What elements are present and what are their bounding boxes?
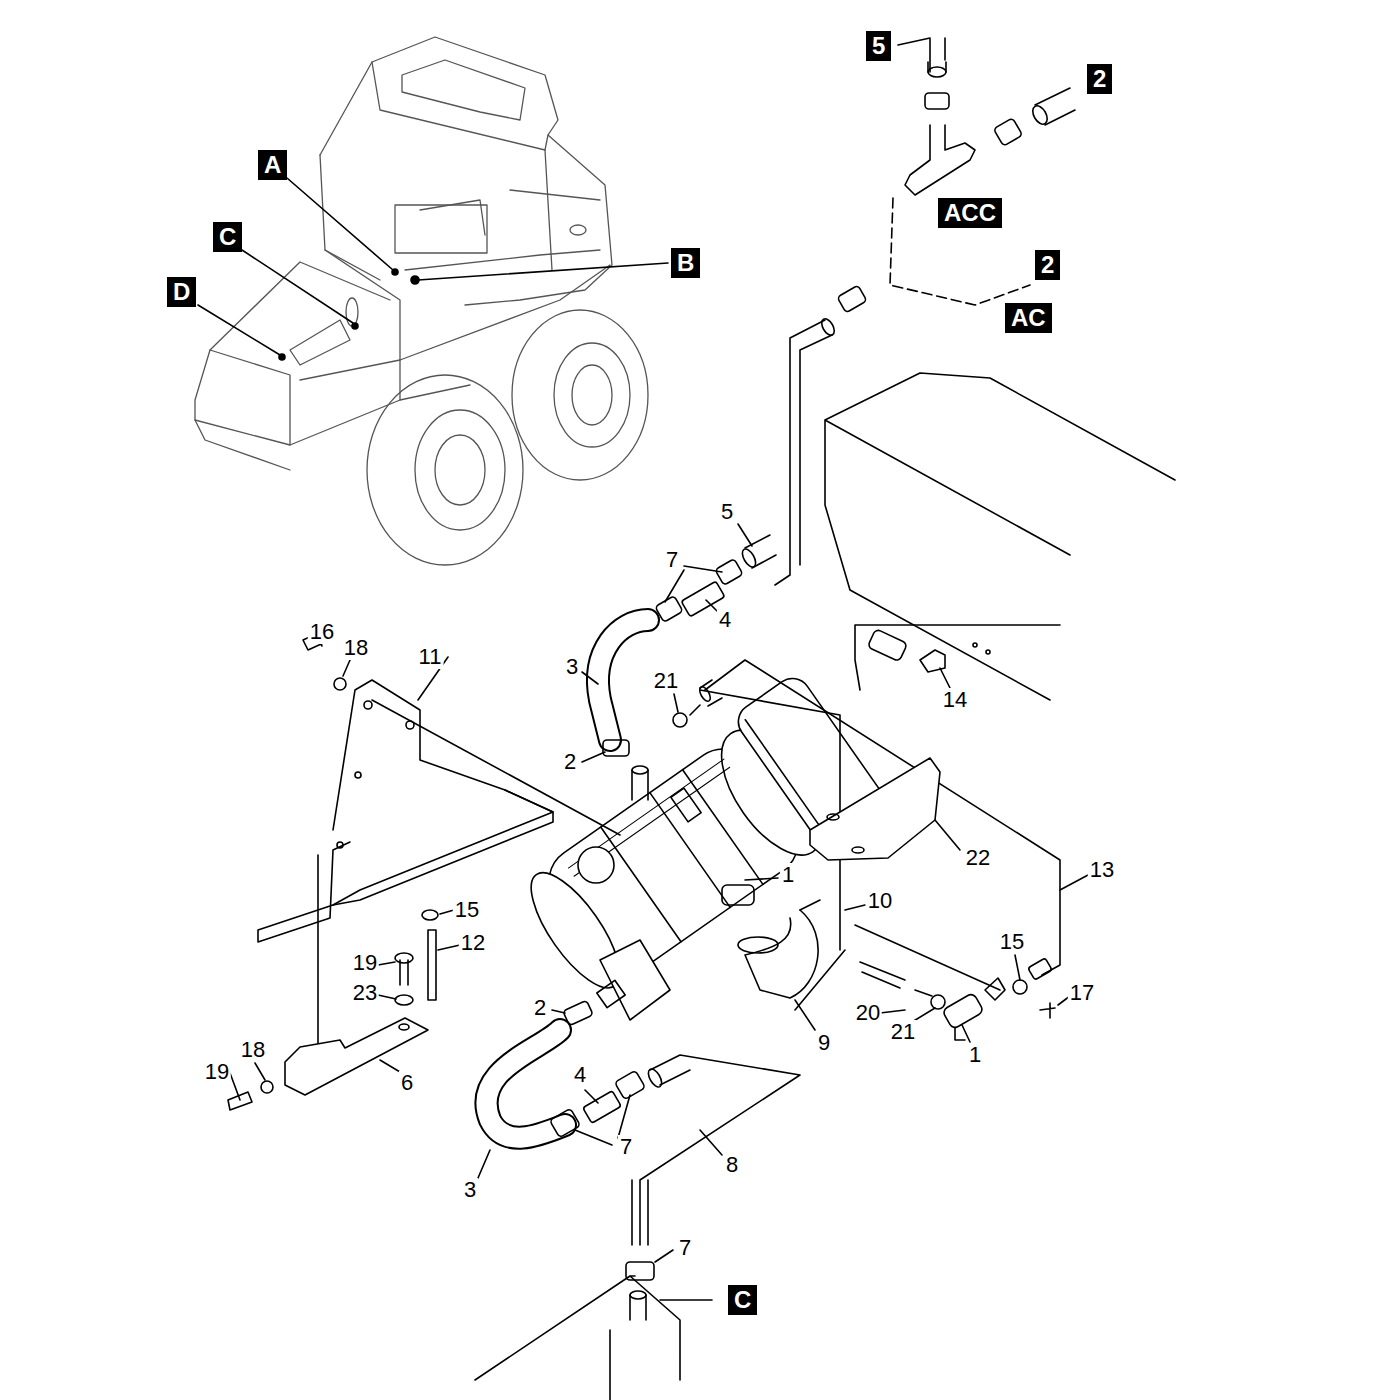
callout-number: 5: [719, 500, 735, 524]
reference-box: A: [258, 150, 287, 180]
callout-number: 4: [717, 608, 733, 632]
callout-number: 1: [780, 863, 796, 887]
callout-number: 15: [453, 898, 481, 922]
callout-number: 1: [967, 1043, 983, 1067]
callout-number: 13: [1088, 858, 1116, 882]
reference-letter: C: [734, 1286, 751, 1313]
callout-number: 18: [239, 1038, 267, 1062]
callout-number: 23: [351, 981, 379, 1005]
reference-box: C: [728, 1285, 757, 1315]
callout-number: 19: [351, 951, 379, 975]
reference-letter: 2: [1041, 251, 1054, 278]
callout-number: 7: [664, 548, 680, 572]
callout-number: 2: [532, 996, 548, 1020]
callout-number: 7: [618, 1135, 634, 1159]
reference-letter: B: [677, 249, 694, 276]
callout-number: 3: [564, 655, 580, 679]
reference-box: D: [167, 277, 196, 307]
reference-letter: AC: [1011, 304, 1046, 331]
callout-number: 14: [941, 688, 969, 712]
callout-number: 19: [203, 1060, 231, 1084]
callout-number: 22: [964, 846, 992, 870]
callout-number: 3: [462, 1178, 478, 1202]
callout-number: 6: [399, 1071, 415, 1095]
callout-number: 2: [562, 750, 578, 774]
reference-letter: 5: [872, 32, 885, 59]
callout-number: 18: [342, 636, 370, 660]
reference-box: C: [213, 222, 242, 252]
callout-number: 20: [854, 1001, 882, 1025]
callout-number: 15: [998, 930, 1026, 954]
reference-letter: 2: [1093, 65, 1106, 92]
callout-number: 4: [572, 1063, 588, 1087]
callout-number: 17: [1068, 981, 1096, 1005]
reference-box: ACC: [938, 198, 1002, 228]
reference-box: 2: [1087, 64, 1112, 94]
reference-letter: A: [264, 151, 281, 178]
reference-letter: D: [173, 278, 190, 305]
reference-box: B: [671, 248, 700, 278]
reference-letter: C: [219, 223, 236, 250]
reference-box: AC: [1005, 303, 1052, 333]
callout-number: 16: [308, 620, 336, 644]
reference-box: 5: [866, 31, 891, 61]
callout-number: 21: [889, 1020, 917, 1044]
callout-number: 9: [816, 1031, 832, 1055]
reference-letter: ACC: [944, 199, 996, 226]
callout-number: 8: [724, 1153, 740, 1177]
callout-number: 11: [417, 645, 444, 669]
reference-box: 2: [1035, 250, 1060, 280]
callout-number: 21: [652, 669, 680, 693]
callout-number: 12: [459, 931, 487, 955]
callout-number: 10: [866, 889, 894, 913]
callout-number: 7: [677, 1236, 693, 1260]
